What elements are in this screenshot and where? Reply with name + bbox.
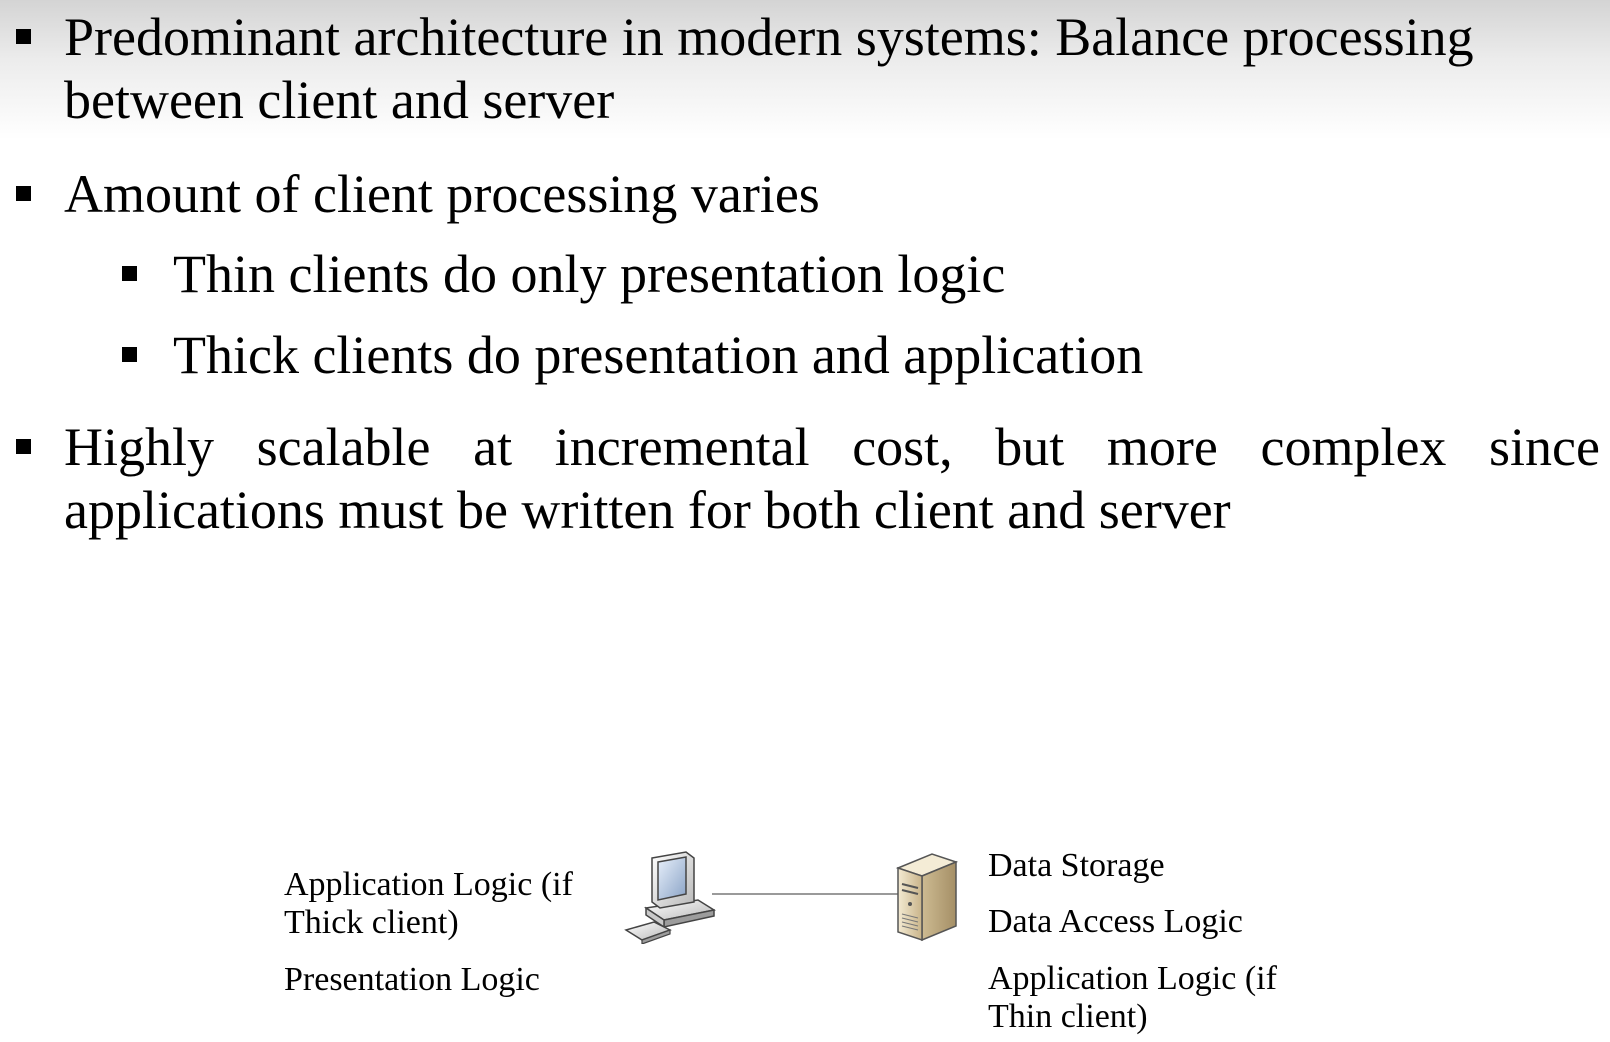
label-line: Thin client) — [988, 998, 1148, 1035]
bullet-marker — [16, 439, 31, 454]
label-line: Application Logic (if — [988, 960, 1277, 997]
bullet-text: Predominant architecture in modern syste… — [64, 7, 1474, 130]
bullet-marker — [122, 266, 137, 281]
server-data-storage-label: Data Storage — [988, 847, 1165, 884]
bullet-marker — [122, 347, 137, 362]
server-application-logic-label: Application Logic (if Thin client) — [988, 960, 1277, 1036]
label-line: Application Logic (if — [284, 866, 573, 903]
bullet-marker — [16, 29, 31, 44]
bullet-item: Highly scalable at incremental cost, but… — [16, 416, 1600, 542]
bullet-text: Thick clients do presentation and applic… — [173, 325, 1144, 385]
server-tower-icon — [895, 853, 959, 942]
label-line: Thick client) — [284, 904, 459, 941]
client-application-logic-label: Application Logic (if Thick client) — [284, 866, 573, 942]
network-connection-line — [712, 893, 898, 895]
bullet-text: Amount of client processing varies — [64, 164, 820, 224]
sub-bullet-item: Thick clients do presentation and applic… — [122, 324, 1473, 387]
sub-bullet-item: Thin clients do only presentation logic — [122, 243, 1473, 306]
server-data-access-logic-label: Data Access Logic — [988, 903, 1243, 940]
bullet-item: Amount of client processing varies — [16, 163, 1600, 226]
bullet-text: Thin clients do only presentation logic — [173, 244, 1006, 304]
bullet-item: Predominant architecture in modern syste… — [16, 6, 1600, 132]
client-presentation-logic-label: Presentation Logic — [284, 961, 540, 998]
desktop-computer-icon — [624, 851, 716, 944]
bullet-text: Highly scalable at incremental cost, but… — [64, 417, 1600, 540]
bullet-marker — [16, 186, 31, 201]
